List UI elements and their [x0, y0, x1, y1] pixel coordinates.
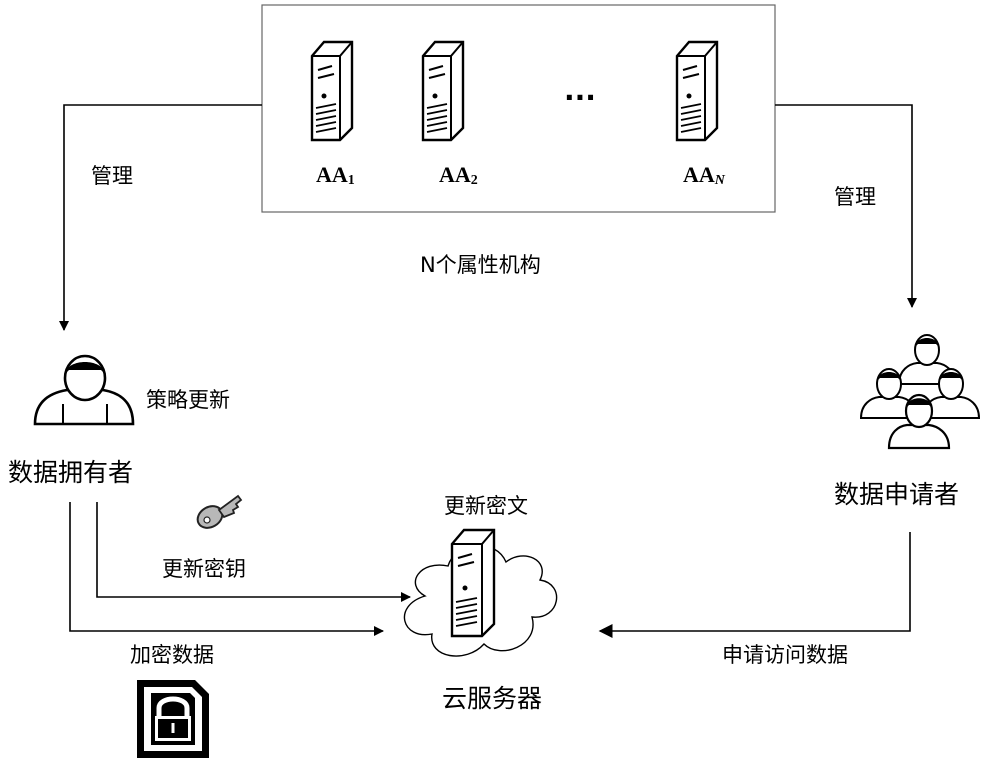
data-owner-label: 数据拥有者	[8, 458, 134, 487]
encrypt-data-arrow	[69, 502, 384, 636]
cloud-server-label: 云服务器	[442, 684, 543, 713]
server-tower-icon	[421, 40, 465, 142]
manage-label-right: 管理	[834, 185, 876, 209]
server-tower-icon	[450, 528, 496, 638]
manage-arrow-left	[59, 104, 262, 331]
request-access-arrow	[598, 532, 911, 638]
request-access-label: 申请访问数据	[722, 643, 848, 667]
authority-n-label: AAN	[683, 162, 725, 188]
update-key-arrow	[96, 502, 411, 602]
authority-2-label: AA2	[439, 162, 478, 188]
person-icon	[33, 354, 135, 426]
server-tower-icon	[310, 40, 354, 142]
ellipsis: ···	[564, 81, 596, 114]
key-icon	[196, 494, 243, 529]
data-requester-label: 数据申请者	[834, 480, 960, 509]
locked-document-icon	[137, 680, 209, 758]
policy-update-label: 策略更新	[146, 388, 230, 412]
manage-arrow-right	[775, 104, 917, 308]
authority-1-label: AA1	[316, 162, 355, 188]
manage-label-left: 管理	[91, 164, 133, 188]
encrypt-data-label: 加密数据	[130, 643, 214, 667]
group-icon	[859, 334, 981, 450]
update-key-label: 更新密钥	[162, 557, 246, 581]
update-ciphertext-label: 更新密文	[444, 494, 528, 518]
server-tower-icon	[675, 40, 719, 142]
authorities-group-label: N个属性机构	[420, 253, 541, 277]
